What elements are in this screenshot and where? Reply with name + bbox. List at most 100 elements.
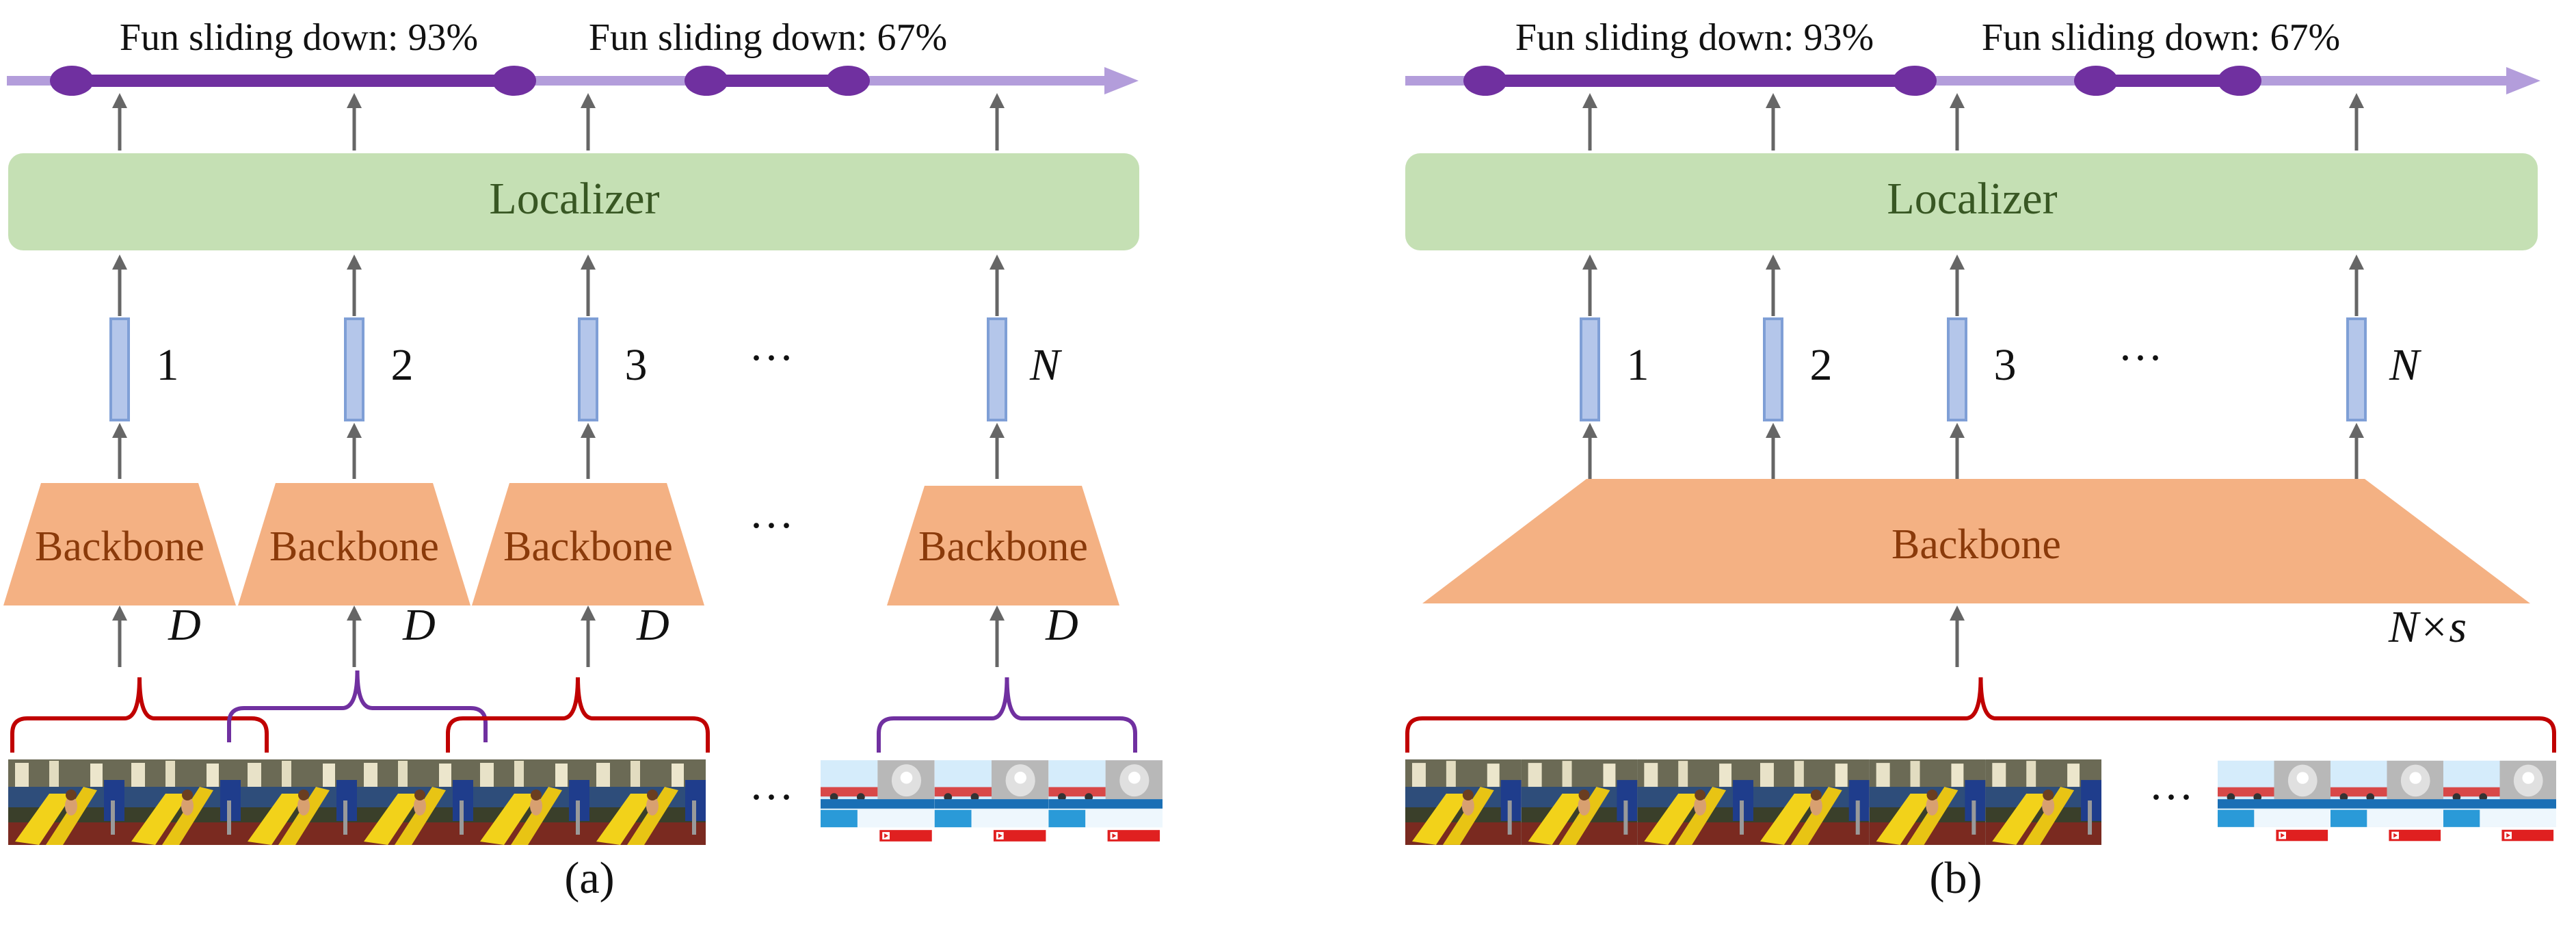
feature-to-localizer-arrow bbox=[990, 255, 1005, 316]
segment-label-2: Fun sliding down: 67% bbox=[1982, 16, 2340, 59]
video-frame-thumbnail bbox=[241, 759, 357, 845]
clip-length-label: D bbox=[402, 600, 436, 650]
video-frames-strip bbox=[1405, 759, 2101, 845]
clip-length-label: D bbox=[168, 600, 201, 650]
feature-vector bbox=[1763, 317, 1783, 421]
backbone-trapezoid bbox=[472, 483, 704, 605]
clip-length-label: D bbox=[636, 600, 669, 650]
arrow-head bbox=[112, 605, 127, 621]
video-frames-strip-end bbox=[821, 760, 1163, 844]
feature-index-label: N bbox=[2389, 340, 2422, 390]
detected-segment-bar bbox=[2096, 75, 2240, 87]
backbone-to-feature-arrow bbox=[347, 423, 362, 479]
detected-segment-bar bbox=[1485, 75, 1915, 87]
localizer-output-arrow bbox=[347, 93, 362, 151]
video-frame-thumbnail bbox=[124, 759, 241, 845]
arrow-head bbox=[1582, 93, 1597, 108]
detected-segment-bar bbox=[706, 75, 848, 87]
video-frame-thumbnail bbox=[1637, 759, 1753, 845]
localizer-output-arrow bbox=[1950, 93, 1965, 151]
arrow-head bbox=[1766, 255, 1781, 270]
arrow-head bbox=[1582, 255, 1597, 270]
video-frame-thumbnail bbox=[1405, 759, 1522, 845]
video-frame-thumbnail bbox=[821, 760, 935, 844]
localizer-output-arrow bbox=[112, 93, 127, 151]
video-frame-thumbnail bbox=[357, 759, 473, 845]
segment-start-node bbox=[50, 66, 94, 96]
backbone-to-feature-arrow bbox=[1950, 423, 1965, 479]
arrow-head bbox=[990, 423, 1005, 438]
detected-segment-bar bbox=[72, 75, 514, 87]
segment-start-node bbox=[2074, 66, 2118, 96]
timeline-b bbox=[1405, 66, 2540, 96]
backbone-label: Backbone bbox=[1891, 521, 2061, 568]
backbone-label: Backbone bbox=[918, 523, 1088, 570]
localizer-output-arrow bbox=[1582, 93, 1597, 151]
clip-length-label: N×s bbox=[2388, 602, 2467, 652]
localizer-output-arrow bbox=[581, 93, 596, 151]
video-frame-thumbnail bbox=[2443, 760, 2556, 844]
clip-brace-1 bbox=[10, 677, 269, 753]
timeline-arrowhead bbox=[1104, 67, 1139, 94]
frames-ellipsis: ··· bbox=[749, 772, 794, 822]
feature-ellipsis: ··· bbox=[749, 333, 794, 383]
backbone-label: Backbone bbox=[35, 523, 204, 570]
localizer-box bbox=[1405, 153, 2538, 250]
arrow-head bbox=[990, 255, 1005, 270]
clip-to-backbone-arrow bbox=[990, 605, 1005, 667]
segment-end-node bbox=[1893, 66, 1937, 96]
localizer-output-arrow bbox=[1766, 93, 1781, 151]
backbone-label: Backbone bbox=[269, 523, 439, 570]
clip-to-backbone-arrow bbox=[347, 605, 362, 667]
backbone-trapezoid bbox=[238, 483, 470, 605]
arrow-head bbox=[1766, 93, 1781, 108]
feature-to-localizer-arrow bbox=[581, 255, 596, 316]
frames-ellipsis: ··· bbox=[2149, 772, 2194, 822]
arrow-head bbox=[581, 255, 596, 270]
arrow-head bbox=[2349, 93, 2364, 108]
panel-a: Fun sliding down: 93%Fun sliding down: 6… bbox=[3, 16, 1163, 903]
arrow-head bbox=[347, 93, 362, 108]
clip-to-backbone-arrow bbox=[112, 605, 127, 667]
feature-vector bbox=[578, 317, 598, 421]
panel-caption-a: (a) bbox=[564, 853, 614, 903]
feature-index-label: N bbox=[1029, 340, 1063, 390]
feature-to-localizer-arrow bbox=[1582, 255, 1597, 316]
feature-to-localizer-arrow bbox=[347, 255, 362, 316]
feature-to-localizer-arrow bbox=[1766, 255, 1781, 316]
arrow-head bbox=[1950, 605, 1965, 621]
feature-ellipsis: ··· bbox=[2118, 333, 2163, 383]
feature-to-localizer-arrow bbox=[2349, 255, 2364, 316]
feature-index-label: 1 bbox=[1627, 340, 1649, 390]
backbone-label: Backbone bbox=[503, 523, 673, 570]
arrow-head bbox=[2349, 255, 2364, 270]
arrow-head bbox=[1950, 255, 1965, 270]
segment-end-node bbox=[2218, 66, 2261, 96]
feature-index-label: 1 bbox=[157, 340, 179, 390]
arrow-head bbox=[112, 93, 127, 108]
video-frame-thumbnail bbox=[8, 759, 124, 845]
arrow-head bbox=[347, 255, 362, 270]
video-frame-thumbnail bbox=[2331, 760, 2443, 844]
feature-index-label: 2 bbox=[1810, 340, 1833, 390]
clip-brace-2 bbox=[227, 670, 488, 742]
segment-start-node bbox=[685, 66, 728, 96]
feature-vector bbox=[1580, 317, 1600, 421]
video-frame-thumbnail bbox=[589, 759, 706, 845]
arrow-head bbox=[581, 93, 596, 108]
backbone-to-feature-arrow bbox=[1766, 423, 1781, 479]
panel-caption-b: (b) bbox=[1930, 853, 1982, 903]
segment-start-node bbox=[1463, 66, 1507, 96]
feature-index-label: 2 bbox=[391, 340, 414, 390]
arrow-head bbox=[347, 423, 362, 438]
feature-to-localizer-arrow bbox=[112, 255, 127, 316]
clip-to-backbone-arrow bbox=[581, 605, 596, 667]
localizer-output-arrow bbox=[990, 93, 1005, 151]
localizer-box bbox=[8, 153, 1139, 250]
feature-index-label: 3 bbox=[625, 340, 648, 390]
segment-end-node bbox=[492, 66, 536, 96]
video-frame-thumbnail bbox=[1985, 759, 2101, 845]
clip-brace-n bbox=[877, 677, 1137, 753]
feature-index-label: 3 bbox=[1994, 340, 2017, 390]
